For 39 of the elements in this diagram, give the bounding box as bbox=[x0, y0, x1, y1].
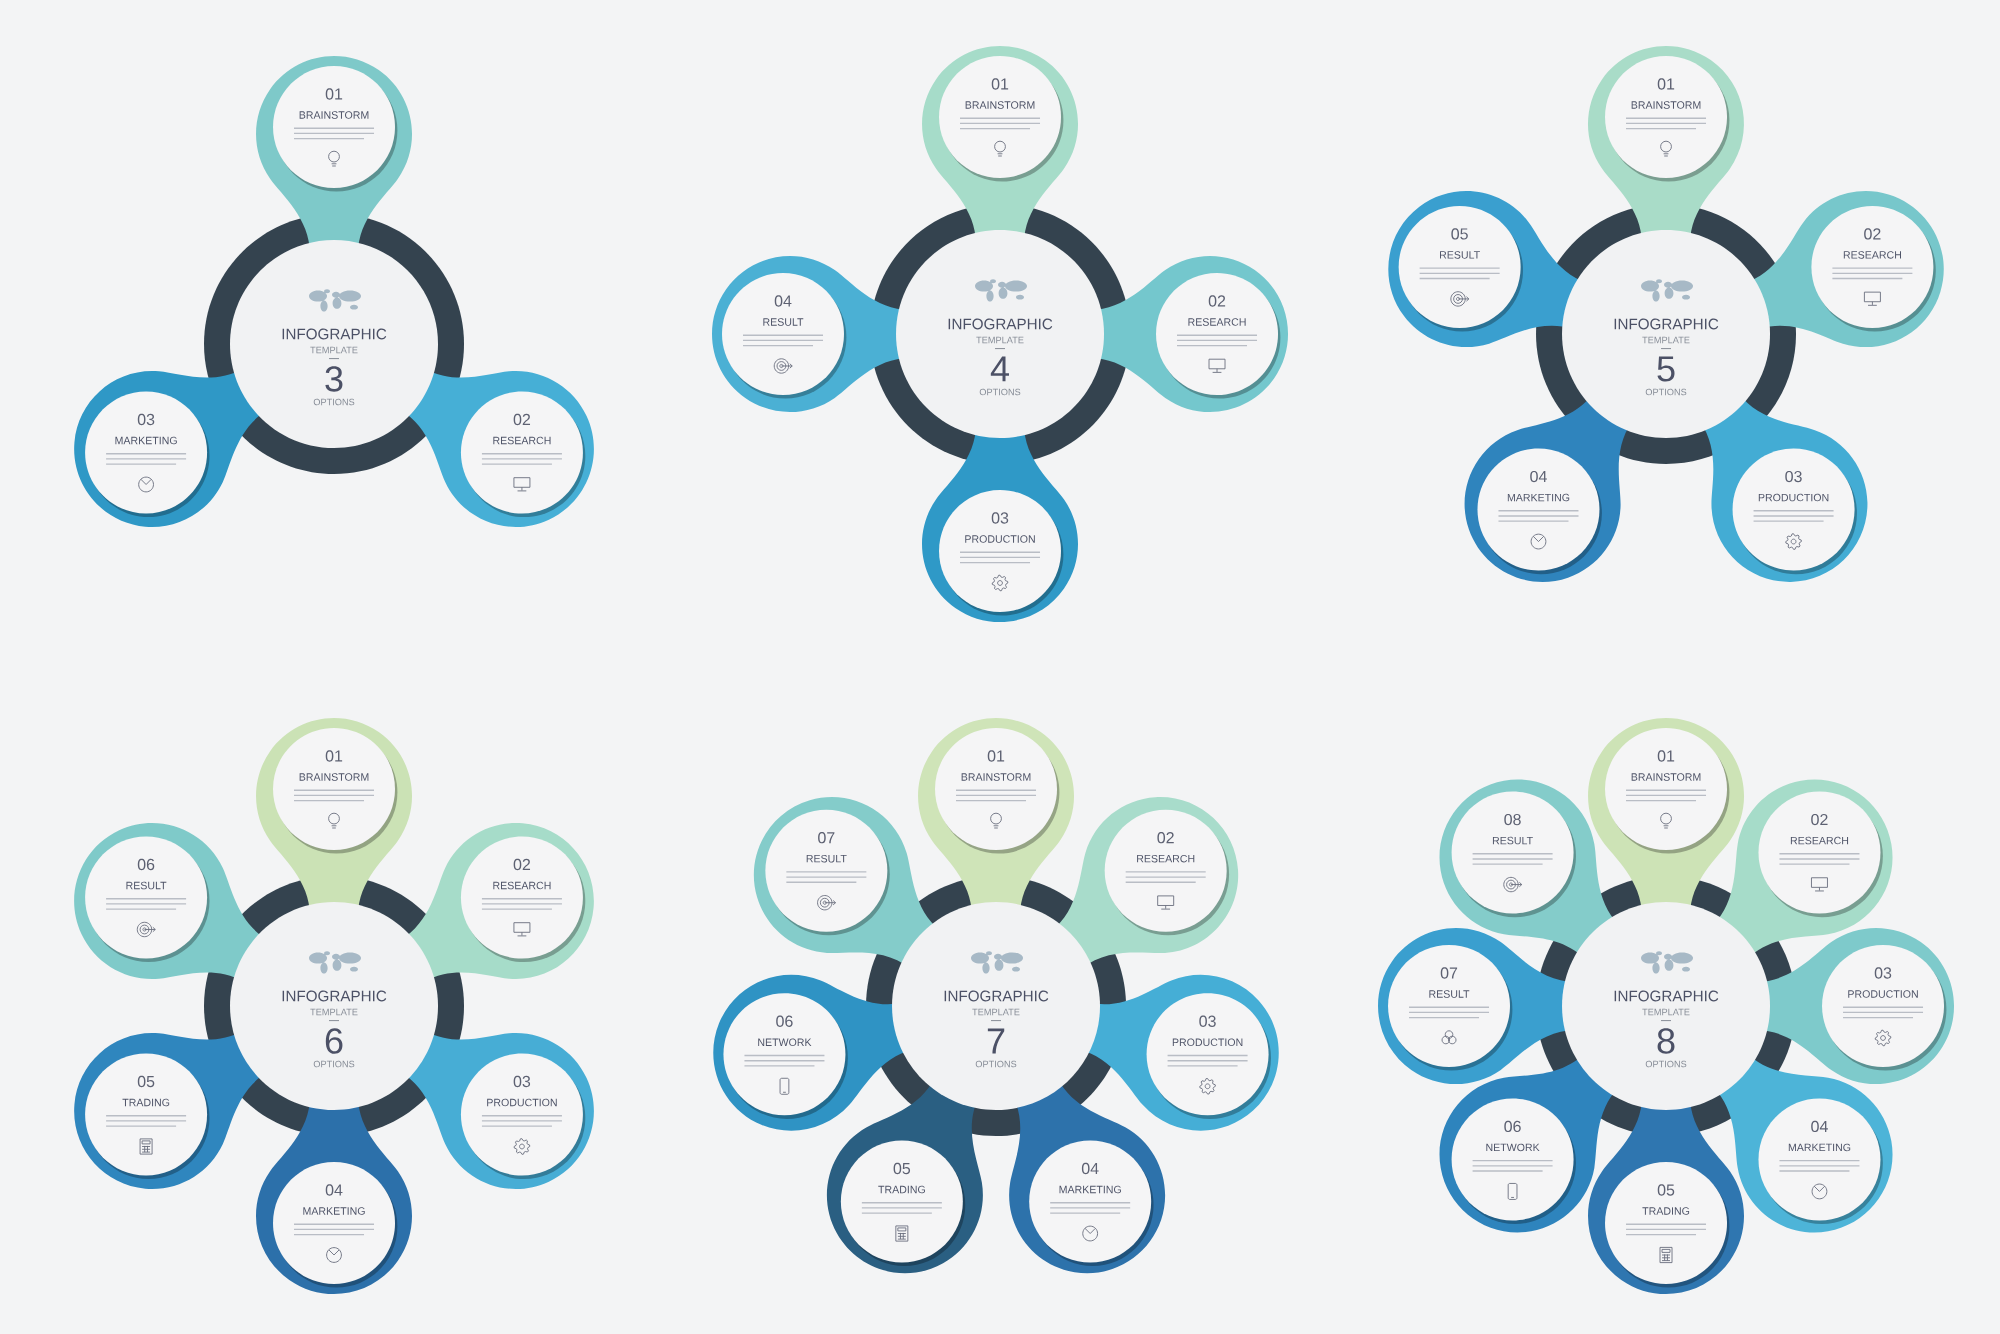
option-count: 3 bbox=[325, 366, 343, 392]
step-number: 01 bbox=[1657, 750, 1675, 762]
step-number: 03 bbox=[137, 413, 155, 426]
step-number: 02 bbox=[1208, 295, 1226, 307]
option-count: 8 bbox=[1657, 1028, 1675, 1054]
step-number: 03 bbox=[991, 512, 1009, 524]
step-number: 07 bbox=[1440, 967, 1458, 979]
step-number: 01 bbox=[325, 750, 343, 762]
step-number: 01 bbox=[1657, 78, 1675, 90]
step-number: 03 bbox=[1874, 967, 1892, 979]
step-number: 06 bbox=[1504, 1120, 1521, 1133]
option-count: 4 bbox=[990, 356, 1009, 382]
step-number: 04 bbox=[325, 1184, 343, 1196]
step-number: 01 bbox=[987, 750, 1005, 762]
step-number: 02 bbox=[1864, 228, 1881, 240]
step-number: 01 bbox=[325, 88, 343, 100]
step-number: 07 bbox=[818, 832, 835, 844]
step-number: 04 bbox=[774, 295, 792, 307]
step-number: 05 bbox=[893, 1162, 911, 1175]
step-number: 02 bbox=[513, 858, 530, 871]
step-number: 04 bbox=[1811, 1120, 1828, 1133]
step-number: 04 bbox=[1530, 470, 1547, 483]
step-number: 03 bbox=[1785, 470, 1802, 483]
step-number: 05 bbox=[1657, 1184, 1675, 1196]
step-number: 02 bbox=[1157, 832, 1174, 844]
step-number: 02 bbox=[1811, 813, 1828, 826]
option-count: 7 bbox=[987, 1028, 1005, 1054]
step-number: 01 bbox=[991, 78, 1009, 90]
step-number: 02 bbox=[513, 413, 530, 426]
step-number: 05 bbox=[1451, 228, 1468, 240]
step-number: 08 bbox=[1504, 813, 1521, 826]
step-number: 05 bbox=[137, 1075, 155, 1088]
step-number: 06 bbox=[137, 858, 155, 871]
step-number: 06 bbox=[776, 1015, 793, 1027]
step-number: 03 bbox=[513, 1075, 531, 1088]
step-number: 04 bbox=[1081, 1162, 1099, 1175]
option-count: 5 bbox=[1657, 356, 1675, 382]
step-number: 03 bbox=[1199, 1015, 1216, 1027]
option-count: 6 bbox=[325, 1028, 343, 1054]
